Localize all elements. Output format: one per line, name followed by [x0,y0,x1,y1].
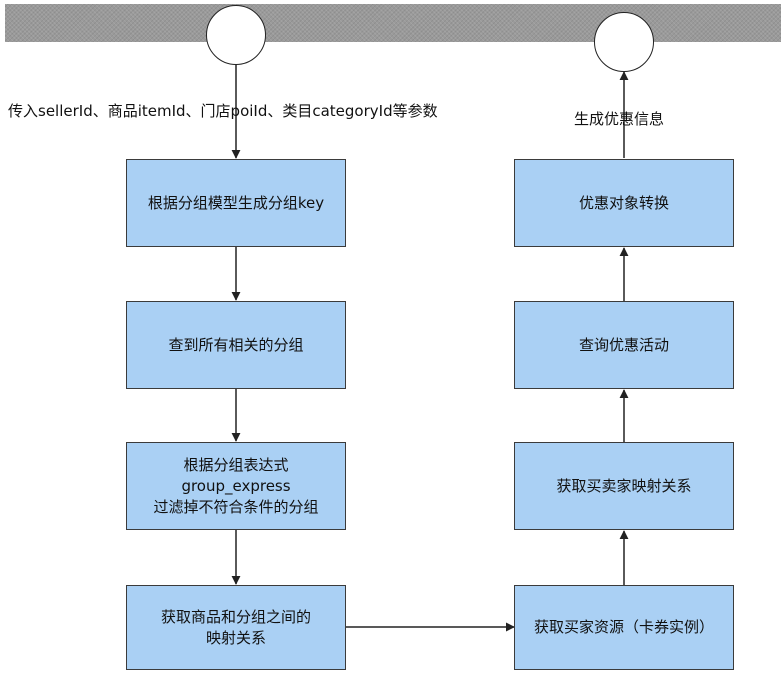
step-text: 根据分组模型生成分组key [147,193,325,212]
input-params-label: 传入sellerId、商品itemId、门店poiId、类目categoryId… [8,102,438,120]
step-query-discount-activity: 查询优惠活动 [514,301,734,389]
header-bar [5,4,781,42]
output-label: 生成优惠信息 [574,110,665,128]
step-text: 获取买卖家映射关系 [556,476,692,495]
step-text: 过滤掉不符合条件的分组 [153,497,319,516]
step-buyer-seller-mapping: 获取买卖家映射关系 [514,442,734,530]
step-text: 获取商品和分组之间的 [160,607,311,626]
step-convert-discount-object: 优惠对象转换 [514,159,734,247]
step-generate-group-key: 根据分组模型生成分组key [126,159,346,247]
step-text: 优惠对象转换 [578,193,669,212]
step-get-buyer-resources: 获取买家资源（卡券实例） [514,585,734,670]
step-text: group_express [181,476,291,495]
step-text: 获取买家资源（卡券实例） [533,618,714,636]
step-text: 查到所有相关的分组 [168,335,304,354]
step-filter-groups: 根据分组表达式 group_express 过滤掉不符合条件的分组 [126,442,346,530]
step-item-group-mapping: 获取商品和分组之间的 映射关系 [126,585,346,670]
end-node [594,12,654,72]
step-text: 映射关系 [205,628,266,647]
start-node [206,5,266,65]
step-text: 根据分组表达式 [183,455,289,474]
step-text: 查询优惠活动 [578,335,669,354]
step-query-groups: 查到所有相关的分组 [126,301,346,389]
